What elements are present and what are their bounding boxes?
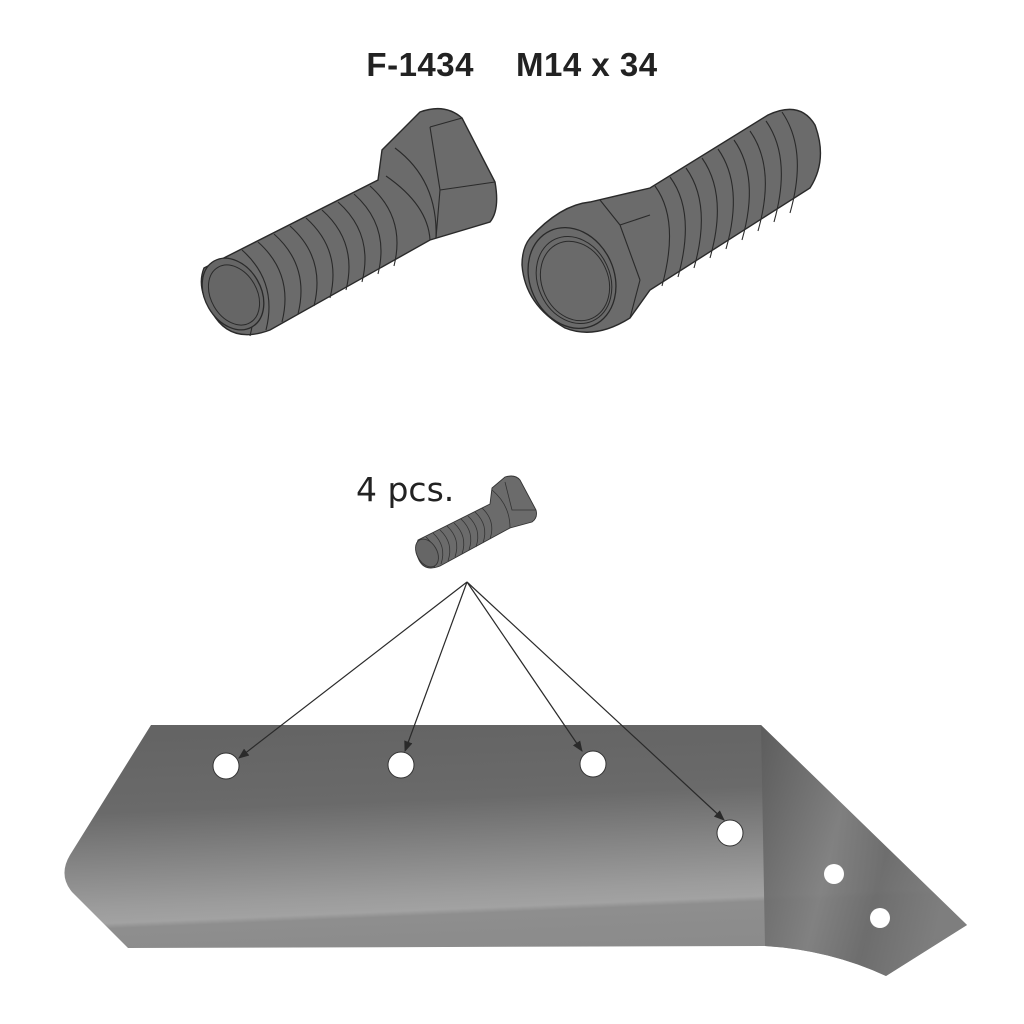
bolt-hole-1: [212, 752, 240, 780]
arrow-2: [404, 581, 468, 753]
bolt-view-1: [200, 107, 498, 337]
arrow-4: [466, 581, 725, 821]
bolt-location-arrows: [238, 581, 725, 821]
arrow-1: [238, 581, 468, 759]
bolt-view-2: [521, 108, 822, 333]
plough-blade: [64, 725, 967, 976]
bolt-quantity-icon: [415, 475, 537, 569]
quantity-label: 4 pcs.: [356, 470, 455, 509]
arrow-3: [466, 581, 583, 752]
tip-hole-1: [824, 864, 844, 884]
bolt-hole-4: [716, 819, 744, 847]
thread-size: M14 x 34: [515, 46, 658, 83]
part-number: F-1434: [366, 46, 474, 83]
bolt-hole-3: [579, 750, 607, 778]
part-title: F-1434 M14 x 34: [0, 46, 1024, 84]
bolt-hole-2: [387, 751, 415, 779]
tip-hole-2: [870, 908, 890, 928]
